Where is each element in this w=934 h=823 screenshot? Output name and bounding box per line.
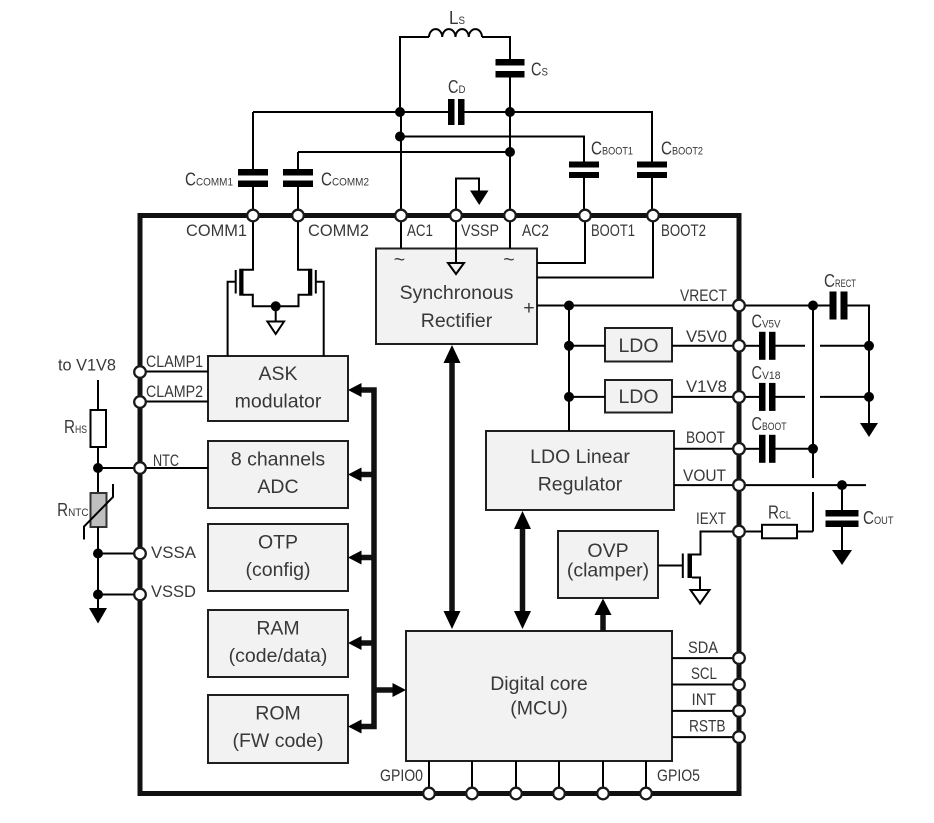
svg-text:V5V0: V5V0 — [686, 328, 727, 346]
svg-text:LDO: LDO — [618, 335, 658, 357]
svg-text:BOOT: BOOT — [686, 429, 725, 447]
svg-text:GPIO5: GPIO5 — [657, 767, 700, 785]
svg-text:ROM: ROM — [255, 703, 301, 725]
svg-text:CBOOT: CBOOT — [752, 413, 787, 434]
svg-text:SCL: SCL — [691, 665, 717, 683]
svg-text:LDO Linear: LDO Linear — [530, 446, 630, 468]
svg-text:NTC: NTC — [153, 452, 179, 470]
svg-text:Rectifier: Rectifier — [421, 310, 493, 332]
svg-text:RSTB: RSTB — [689, 718, 726, 736]
svg-text:LS: LS — [449, 7, 465, 28]
svg-text:SDA: SDA — [688, 639, 718, 657]
svg-text:(FW code): (FW code) — [232, 730, 323, 752]
svg-text:CBOOT1: CBOOT1 — [591, 138, 633, 159]
svg-text:AC1: AC1 — [407, 222, 433, 240]
svg-text:~: ~ — [503, 249, 514, 271]
svg-text:RAM: RAM — [256, 618, 299, 640]
svg-text:(config): (config) — [245, 559, 310, 581]
svg-text:VSSP: VSSP — [461, 222, 499, 240]
svg-text:ASK: ASK — [258, 363, 297, 385]
svg-text:VRECT: VRECT — [680, 287, 727, 305]
svg-text:modulator: modulator — [235, 391, 322, 413]
svg-text:CCOMM2: CCOMM2 — [321, 169, 369, 190]
svg-text:RCL: RCL — [768, 502, 791, 523]
svg-text:ADC: ADC — [257, 476, 298, 498]
svg-text:(code/data): (code/data) — [229, 645, 328, 667]
svg-text:(clamper): (clamper) — [567, 560, 649, 582]
svg-text:Regulator: Regulator — [538, 474, 623, 496]
svg-text:VSSD: VSSD — [151, 583, 196, 601]
svg-text:BOOT1: BOOT1 — [591, 222, 635, 240]
svg-text:INT: INT — [692, 691, 717, 709]
svg-text:Digital core: Digital core — [490, 673, 588, 695]
svg-text:(MCU): (MCU) — [510, 698, 567, 720]
svg-text:AC2: AC2 — [522, 222, 549, 240]
svg-text:LDO: LDO — [618, 386, 658, 408]
svg-text:COUT: COUT — [863, 507, 894, 528]
svg-text:RHS: RHS — [64, 416, 87, 437]
svg-text:CLAMP1: CLAMP1 — [146, 353, 203, 371]
svg-text:GPIO0: GPIO0 — [380, 767, 423, 785]
svg-text:OTP: OTP — [258, 532, 298, 554]
svg-text:~: ~ — [394, 249, 405, 271]
svg-text:Synchronous: Synchronous — [400, 282, 514, 304]
svg-text:VSSA: VSSA — [151, 544, 196, 562]
svg-text:VOUT: VOUT — [683, 467, 726, 485]
svg-text:CLAMP2: CLAMP2 — [146, 383, 203, 401]
svg-text:CRECT: CRECT — [824, 270, 856, 291]
svg-text:V1V8: V1V8 — [686, 378, 727, 396]
svg-text:CD: CD — [448, 76, 466, 97]
svg-text:OVP: OVP — [587, 540, 628, 562]
svg-text:COMM1: COMM1 — [186, 222, 247, 240]
svg-text:CV18: CV18 — [752, 362, 781, 383]
svg-text:to V1V8: to V1V8 — [58, 357, 116, 375]
svg-text:BOOT2: BOOT2 — [661, 222, 706, 240]
svg-text:+: + — [523, 297, 534, 319]
svg-text:CS: CS — [531, 59, 548, 80]
svg-text:COMM2: COMM2 — [308, 222, 369, 240]
svg-text:CV5V: CV5V — [752, 311, 782, 332]
svg-text:CBOOT2: CBOOT2 — [661, 138, 703, 159]
svg-text:RNTC: RNTC — [57, 499, 89, 520]
svg-text:8 channels: 8 channels — [231, 449, 326, 471]
svg-text:CCOMM1: CCOMM1 — [185, 169, 233, 190]
svg-text:IEXT: IEXT — [696, 510, 726, 528]
